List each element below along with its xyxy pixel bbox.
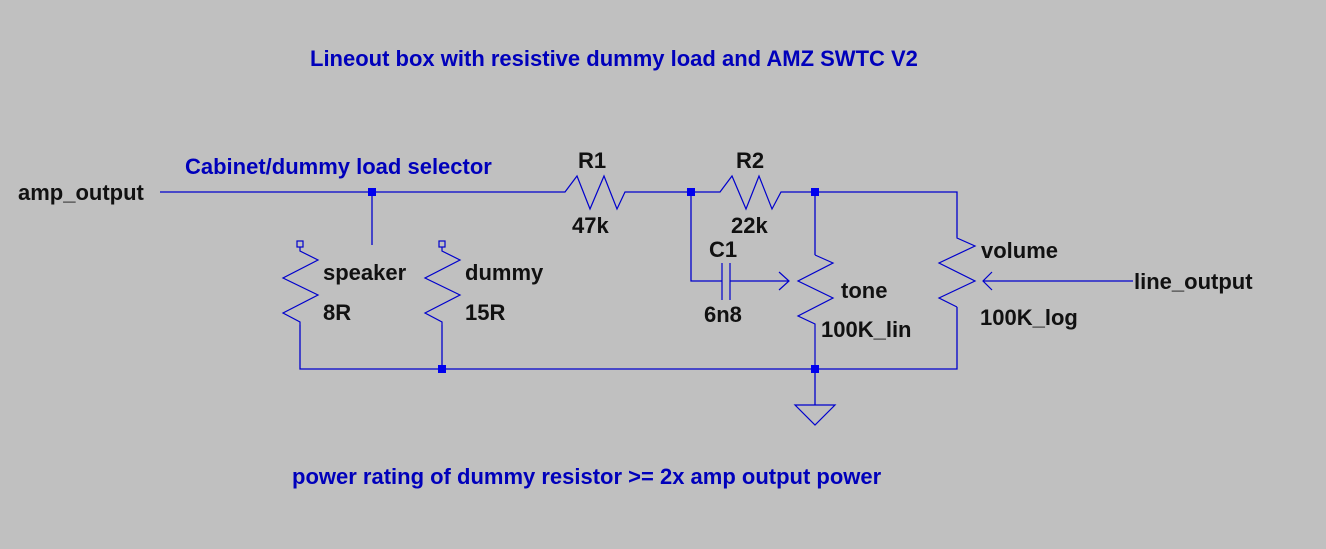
volume-value: 100K_log <box>980 305 1078 330</box>
net-label-line-output: line_output <box>1134 269 1253 294</box>
footer-note: power rating of dummy resistor >= 2x amp… <box>292 464 882 489</box>
junction-dot <box>811 365 819 373</box>
r2-name: R2 <box>736 148 764 173</box>
volume-wiper-arrow-icon <box>982 271 993 291</box>
schematic-title: Lineout box with resistive dummy load an… <box>310 46 918 71</box>
dummy-value: 15R <box>465 300 505 325</box>
wire-c1-left <box>690 192 722 282</box>
r1-value: 47k <box>572 213 609 238</box>
net-label-amp-output: amp_output <box>18 180 145 205</box>
r1-name: R1 <box>578 148 606 173</box>
tone-wiper-arrow-icon <box>778 271 790 291</box>
wire-ground-rail <box>299 307 958 370</box>
wire-r2-volume <box>790 191 958 237</box>
resistor-dummy[interactable] <box>423 240 462 325</box>
resistor-r2[interactable] <box>713 174 790 211</box>
potentiometer-volume[interactable] <box>937 237 977 308</box>
junction-dot <box>687 188 695 196</box>
resistor-speaker[interactable] <box>281 240 320 325</box>
ground-icon <box>793 404 837 426</box>
r2-value: 22k <box>731 213 768 238</box>
speaker-value: 8R <box>323 300 351 325</box>
capacitor-c1[interactable] <box>721 263 731 300</box>
potentiometer-tone[interactable] <box>796 254 835 369</box>
tone-name: tone <box>841 278 887 303</box>
tone-value: 100K_lin <box>821 317 912 342</box>
junction-dot <box>811 188 819 196</box>
junction-dot <box>438 365 446 373</box>
c1-name: C1 <box>709 237 737 262</box>
selector-label: Cabinet/dummy load selector <box>185 154 492 179</box>
c1-value: 6n8 <box>704 302 742 327</box>
volume-name: volume <box>981 238 1058 263</box>
junction-dot <box>368 188 376 196</box>
dummy-name: dummy <box>465 260 544 285</box>
resistor-r1[interactable] <box>557 174 634 211</box>
speaker-name: speaker <box>323 260 407 285</box>
